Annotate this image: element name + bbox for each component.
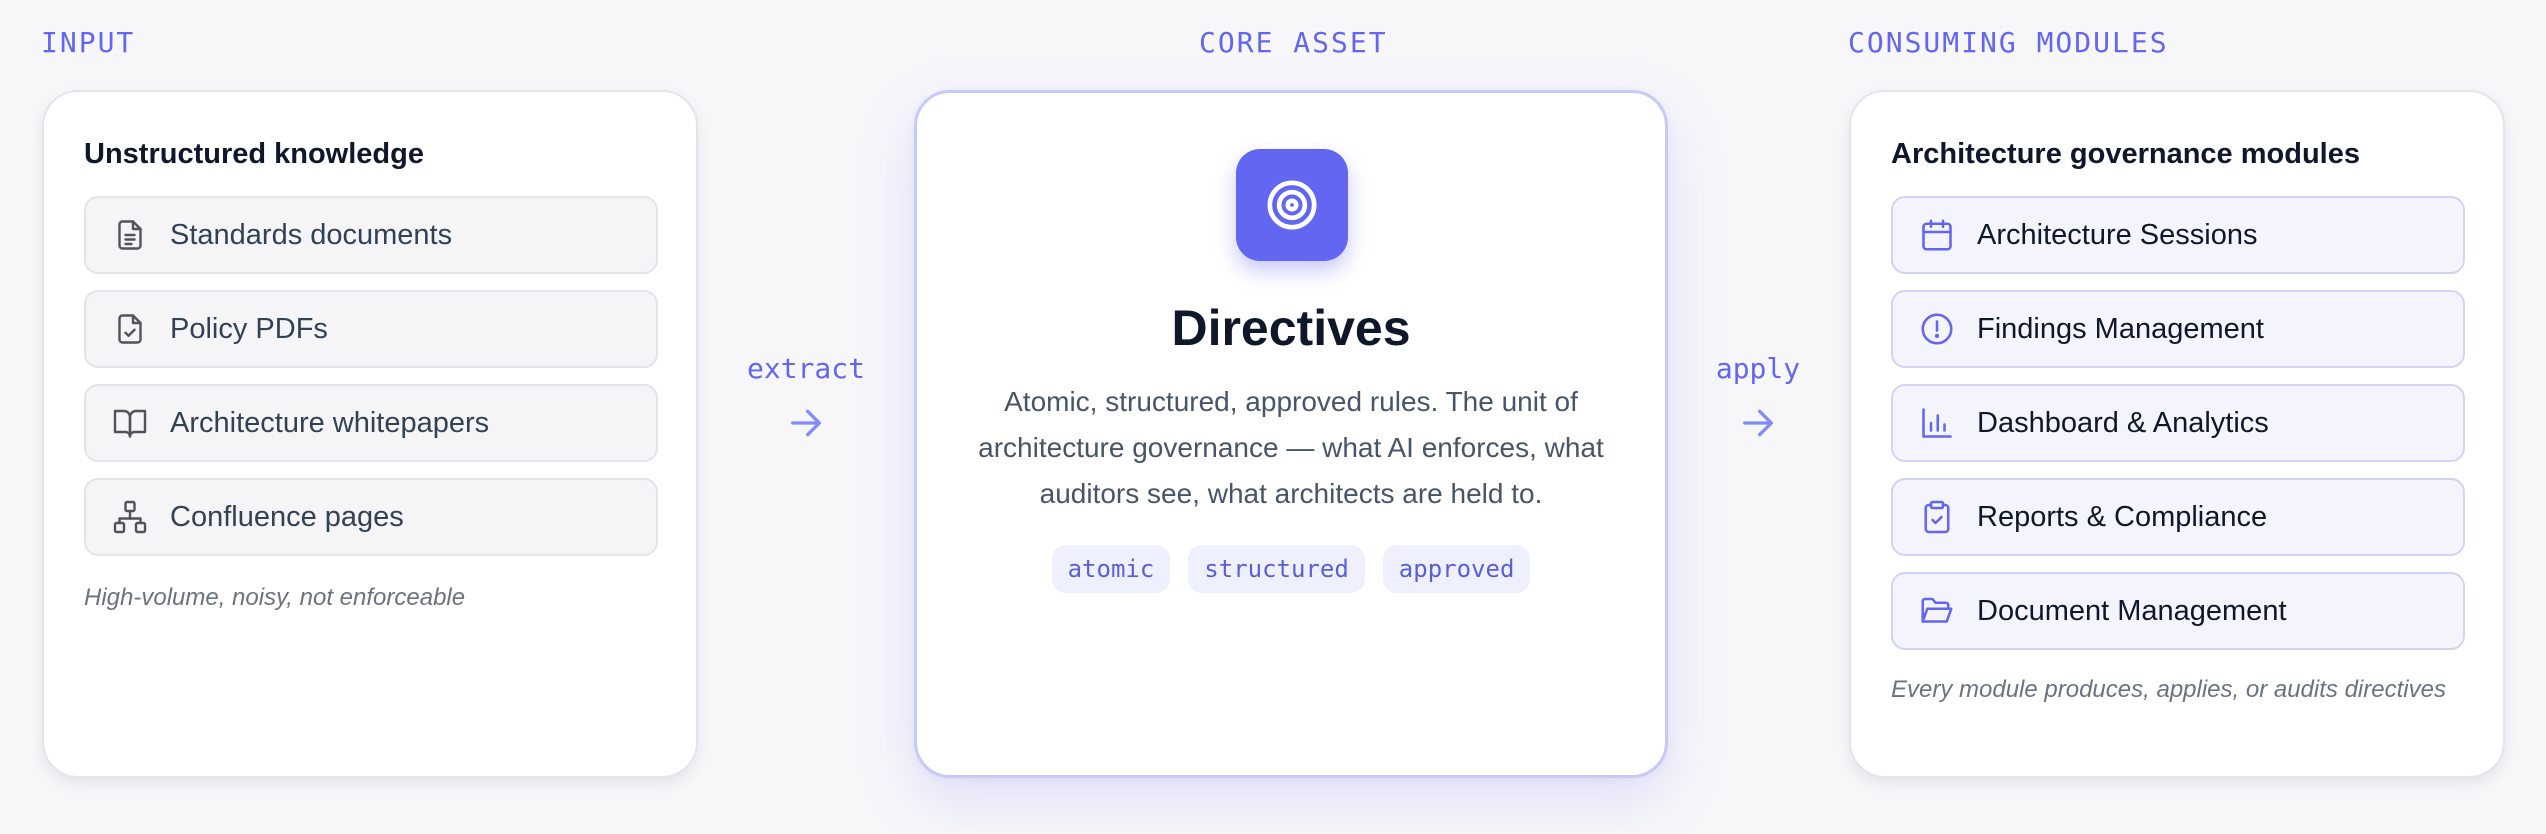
module-item-label: Findings Management [1977,312,2264,345]
tag-structured: structured [1188,545,1365,593]
core-asset-card: Directives Atomic, structured, approved … [914,90,1668,778]
target-icon [1236,149,1348,261]
core-title: Directives [1171,300,1411,356]
input-card-note: High-volume, noisy, not enforceable [84,584,466,611]
arrow-right-icon [1743,409,1773,437]
input-item-standards[interactable]: Standards documents [84,196,658,274]
module-item-reports-compliance[interactable]: Reports & Compliance [1891,478,2465,556]
modules-card: Architecture governance modules Architec… [1849,90,2505,778]
folder-open-icon [1919,593,1955,629]
input-item-policy-pdfs[interactable]: Policy PDFs [84,290,658,368]
core-section-label: CORE ASSET [1199,26,1388,59]
module-item-architecture-sessions[interactable]: Architecture Sessions [1891,196,2465,274]
module-item-label: Reports & Compliance [1977,500,2268,533]
input-card-title: Unstructured knowledge [84,138,424,170]
modules-card-title: Architecture governance modules [1891,138,2360,170]
core-description: Atomic, structured, approved rules. The … [978,386,1604,509]
bar-chart-icon [1919,405,1955,441]
module-item-document-management[interactable]: Document Management [1891,572,2465,650]
input-item-label: Policy PDFs [170,312,328,345]
input-item-confluence[interactable]: Confluence pages [84,478,658,556]
core-tags: atomic structured approved [917,545,1665,593]
modules-card-note: Every module produces, applies, or audit… [1891,676,2446,703]
input-card: Unstructured knowledge Standards documen… [42,90,698,778]
apply-connector: apply [1688,352,1828,443]
module-item-list: Architecture Sessions Findings Managemen… [1891,196,2465,666]
input-item-label: Standards documents [170,218,453,251]
input-item-label: Architecture whitepapers [170,406,490,439]
file-check-icon [112,311,148,347]
extract-label: extract [746,352,865,385]
module-item-findings-management[interactable]: Findings Management [1891,290,2465,368]
calendar-icon [1919,217,1955,253]
tag-atomic: atomic [1051,545,1171,593]
alert-circle-icon [1919,311,1955,347]
input-section-label: INPUT [41,26,136,59]
document-icon [112,217,148,253]
input-item-list: Standards documents Policy PDFs Architec… [84,196,658,572]
arrow-right-icon [791,409,821,437]
module-item-label: Dashboard & Analytics [1977,406,2269,439]
open-book-icon [112,405,148,441]
module-item-label: Document Management [1977,594,2287,627]
module-item-dashboard-analytics[interactable]: Dashboard & Analytics [1891,384,2465,462]
apply-label: apply [1715,352,1801,385]
tag-approved: approved [1382,545,1531,593]
input-item-whitepapers[interactable]: Architecture whitepapers [84,384,658,462]
input-item-label: Confluence pages [170,500,404,533]
consuming-section-label: CONSUMING MODULES [1848,26,2169,59]
extract-connector: extract [736,352,876,443]
module-item-label: Architecture Sessions [1977,218,2258,251]
sitemap-icon [112,499,148,535]
clipboard-check-icon [1919,499,1955,535]
